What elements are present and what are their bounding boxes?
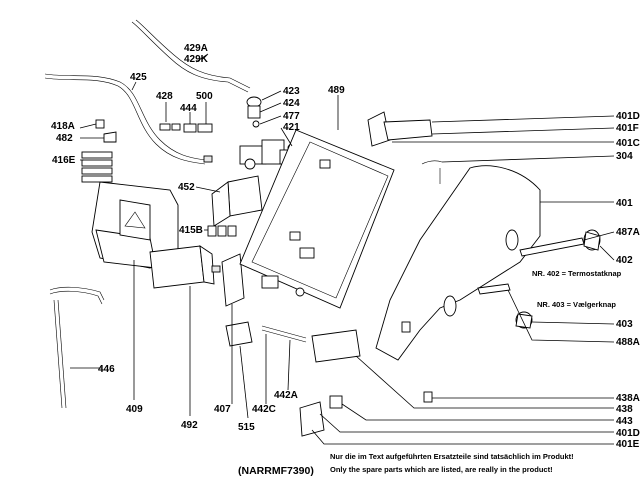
fittings-428-444-500 [159, 123, 213, 163]
label-425: 425 [130, 72, 147, 83]
label-443: 443 [616, 416, 633, 427]
label-428: 428 [156, 91, 173, 102]
note-termostatknap: NR. 402 = Termostatknap [532, 269, 622, 278]
label-489: 489 [328, 85, 345, 96]
label-401C: 401C [616, 138, 640, 149]
circuit-board-489 [239, 129, 395, 309]
label-401F: 401F [616, 123, 639, 134]
label-487A: 487A [616, 227, 640, 238]
label-409: 409 [126, 404, 143, 415]
label-442C: 442C [252, 404, 276, 415]
clips-418A-482 [95, 119, 117, 143]
label-415B: 415B [179, 225, 203, 236]
label-401: 401 [616, 198, 633, 209]
front-panel-401 [375, 165, 541, 361]
leader-lines [70, 53, 615, 445]
label-429A: 429A [184, 43, 208, 54]
label-421: 421 [283, 122, 300, 133]
part-515 [225, 321, 253, 347]
label-401D-top: 401D [616, 111, 640, 122]
label-403: 403 [616, 319, 633, 330]
tube-429 [131, 19, 251, 93]
label-444: 444 [180, 103, 197, 114]
cover-409 [91, 181, 179, 269]
lamp-438A [423, 391, 433, 403]
label-401E: 401E [616, 439, 640, 450]
switch-401D [367, 111, 433, 147]
label-424: 424 [283, 98, 300, 109]
label-438A: 438A [616, 393, 640, 404]
label-438: 438 [616, 404, 633, 415]
note-english: Only the spare parts which are listed, a… [330, 465, 553, 474]
label-418A: 418A [51, 121, 75, 132]
model-code: (NARRMF7390) [238, 465, 314, 477]
label-482: 482 [56, 133, 73, 144]
label-477: 477 [283, 111, 300, 122]
box-452 [211, 175, 263, 227]
tubes-446 [49, 286, 105, 409]
connectors-415B [207, 225, 237, 237]
label-304: 304 [616, 151, 633, 162]
label-492: 492 [181, 420, 198, 431]
terminal-block-416E [81, 151, 113, 183]
rods-442 [261, 325, 307, 343]
label-429K: 429K [184, 54, 209, 65]
wire-304 [421, 160, 443, 184]
valve-423 [246, 96, 262, 128]
transformer-492 [149, 245, 221, 289]
shaft-488A [477, 283, 511, 295]
knob-403 [515, 311, 533, 329]
label-500: 500 [196, 91, 213, 102]
bracket-407 [221, 253, 245, 307]
label-401D-bottom: 401D [616, 428, 640, 439]
label-407: 407 [214, 404, 231, 415]
label-446: 446 [98, 364, 115, 375]
label-452: 452 [178, 182, 195, 193]
label-423: 423 [283, 86, 300, 97]
tube-425 [44, 73, 206, 165]
note-german: Nur die im Text aufgeführten Ersatzteile… [330, 452, 574, 461]
label-442A: 442A [274, 390, 298, 401]
knob-402 [583, 229, 601, 251]
label-515: 515 [238, 422, 255, 433]
label-416E: 416E [52, 155, 76, 166]
switch-401E [299, 329, 361, 437]
label-402: 402 [616, 255, 633, 266]
note-vaelgerknap: NR. 403 = Vælgerknap [537, 300, 616, 309]
label-488A: 488A [616, 337, 640, 348]
